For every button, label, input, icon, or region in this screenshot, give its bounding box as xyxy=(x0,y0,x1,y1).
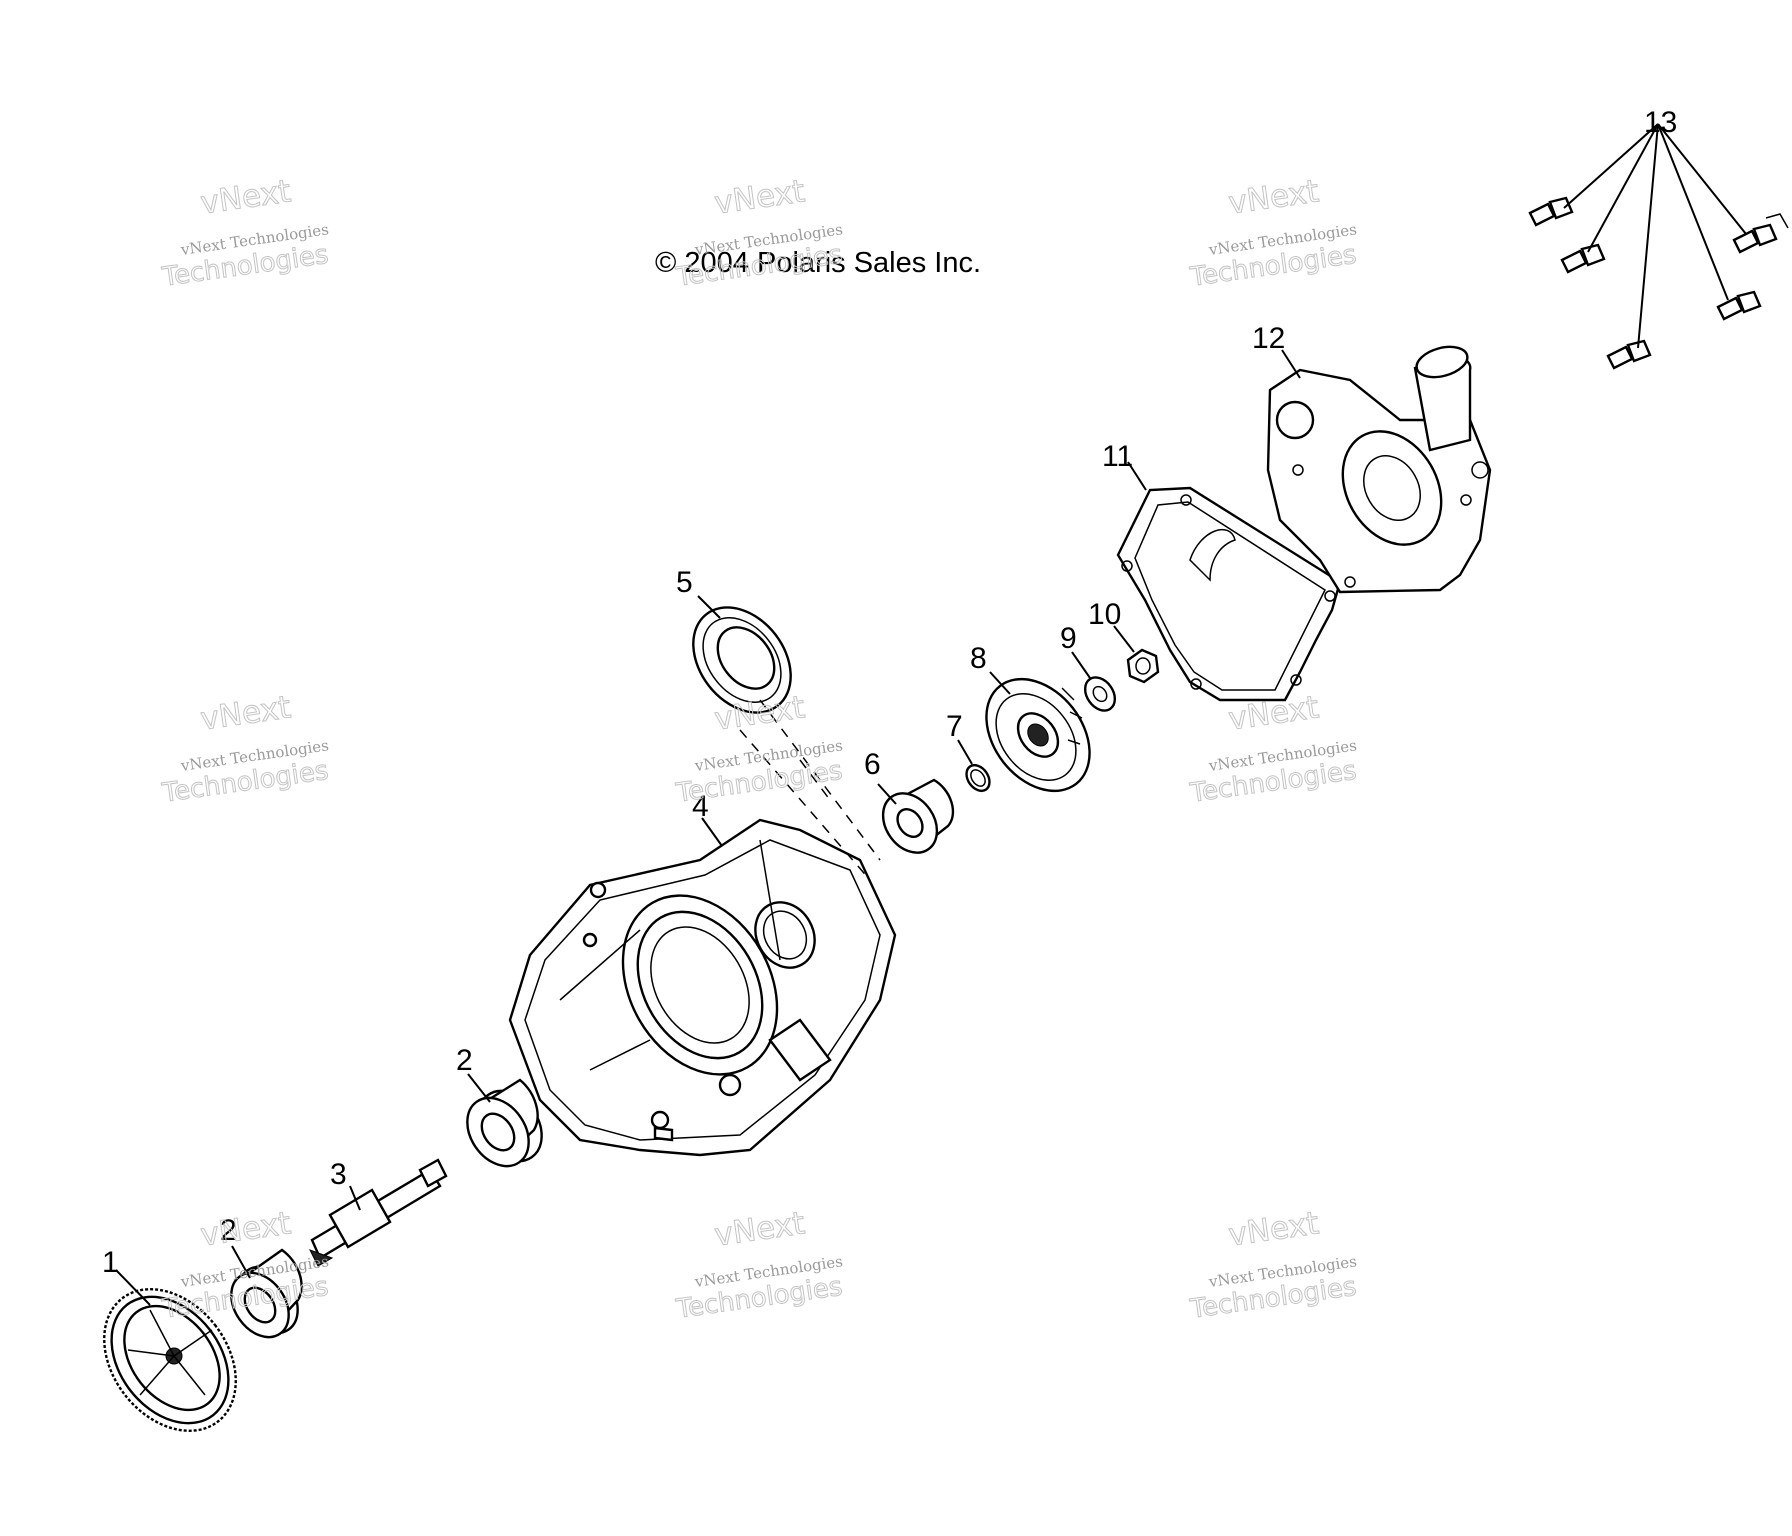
part-2-bearing-upper xyxy=(466,1078,543,1168)
callout-8: 8 xyxy=(970,642,987,675)
bolt-2 xyxy=(1560,243,1606,274)
part-1-drive-gear xyxy=(103,1288,237,1432)
part-7-o-ring xyxy=(965,763,991,793)
callout-labels: 1 2 2 3 4 5 6 7 8 9 10 11 12 13 xyxy=(102,106,1677,1279)
bolt-3 xyxy=(1606,339,1652,370)
part-11-gasket xyxy=(1116,486,1342,702)
callout-7: 7 xyxy=(946,710,963,743)
part-12-pump-cover xyxy=(1266,345,1492,594)
bolt-1 xyxy=(1528,196,1574,227)
watermark-brand: vNext xyxy=(1226,1205,1321,1253)
part-4-pump-housing xyxy=(508,818,897,1157)
callout-13: 13 xyxy=(1644,106,1677,139)
watermark-brand: vNext xyxy=(712,1205,807,1253)
part-9-washer xyxy=(1083,676,1117,712)
part-8-impeller xyxy=(985,677,1091,793)
callout-10: 10 xyxy=(1088,598,1121,631)
callout-11: 11 xyxy=(1102,440,1133,473)
callout-5: 5 xyxy=(676,566,693,599)
callout-6: 6 xyxy=(864,748,881,781)
callout-2-upper: 2 xyxy=(456,1044,473,1077)
watermark-brand: vNext xyxy=(198,689,293,737)
bolt-4 xyxy=(1716,290,1762,321)
part-2-bearing-lower xyxy=(230,1248,303,1339)
part-6-bushing xyxy=(881,778,955,854)
watermark-brand: vNext xyxy=(198,1205,293,1253)
watermark-layer: vNext vNext Technologies Technologies vN… xyxy=(159,173,1359,1325)
callout-2-lower: 2 xyxy=(220,1214,237,1247)
part-10-nut xyxy=(1126,648,1160,684)
watermark-brand: vNext xyxy=(712,173,807,221)
watermark-brand: vNext xyxy=(198,173,293,221)
leader-lines xyxy=(115,123,1747,1306)
part-5-seal xyxy=(692,606,792,714)
part-3-shaft xyxy=(308,1158,448,1267)
callout-1: 1 xyxy=(102,1246,119,1279)
callout-12: 12 xyxy=(1252,322,1285,355)
callout-3: 3 xyxy=(330,1158,347,1191)
part-13-bolts xyxy=(1528,196,1789,370)
copyright-text: © 2004 Polaris Sales Inc. xyxy=(655,247,981,279)
callout-4: 4 xyxy=(692,790,709,823)
bolt-5 xyxy=(1732,213,1789,254)
watermark-brand: vNext xyxy=(1226,173,1321,221)
callout-9: 9 xyxy=(1060,622,1077,655)
